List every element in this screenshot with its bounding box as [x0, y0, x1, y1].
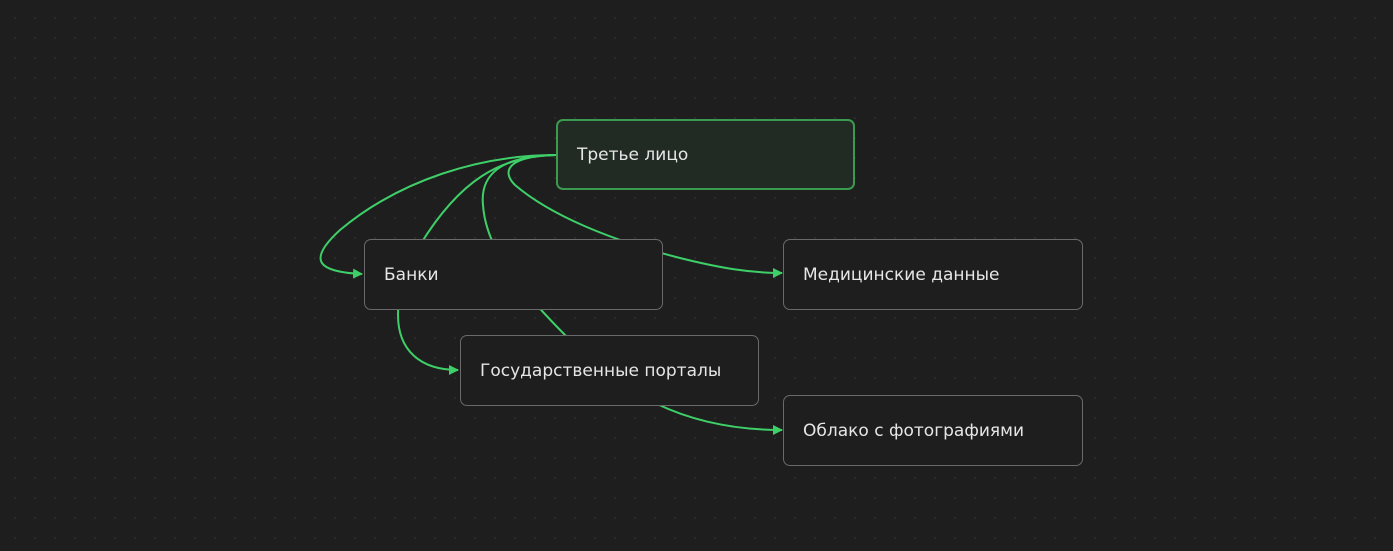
node-medical-data[interactable]: Медицинские данные	[783, 239, 1083, 310]
node-label: Облако с фотографиями	[803, 420, 1025, 441]
node-label: Государственные порталы	[480, 360, 722, 381]
edge-third-party-to-banks	[319, 154, 557, 279]
node-banks[interactable]: Банки	[364, 239, 663, 310]
node-label: Медицинские данные	[803, 264, 1000, 285]
node-gov-portals[interactable]: Государственные порталы	[460, 335, 759, 406]
node-label: Третье лицо	[577, 144, 689, 165]
edge-third-party-to-medical	[507, 154, 783, 278]
node-label: Банки	[384, 264, 439, 285]
node-photo-cloud[interactable]: Облако с фотографиями	[783, 395, 1083, 466]
node-third-party[interactable]: Третье лицо	[556, 119, 855, 190]
